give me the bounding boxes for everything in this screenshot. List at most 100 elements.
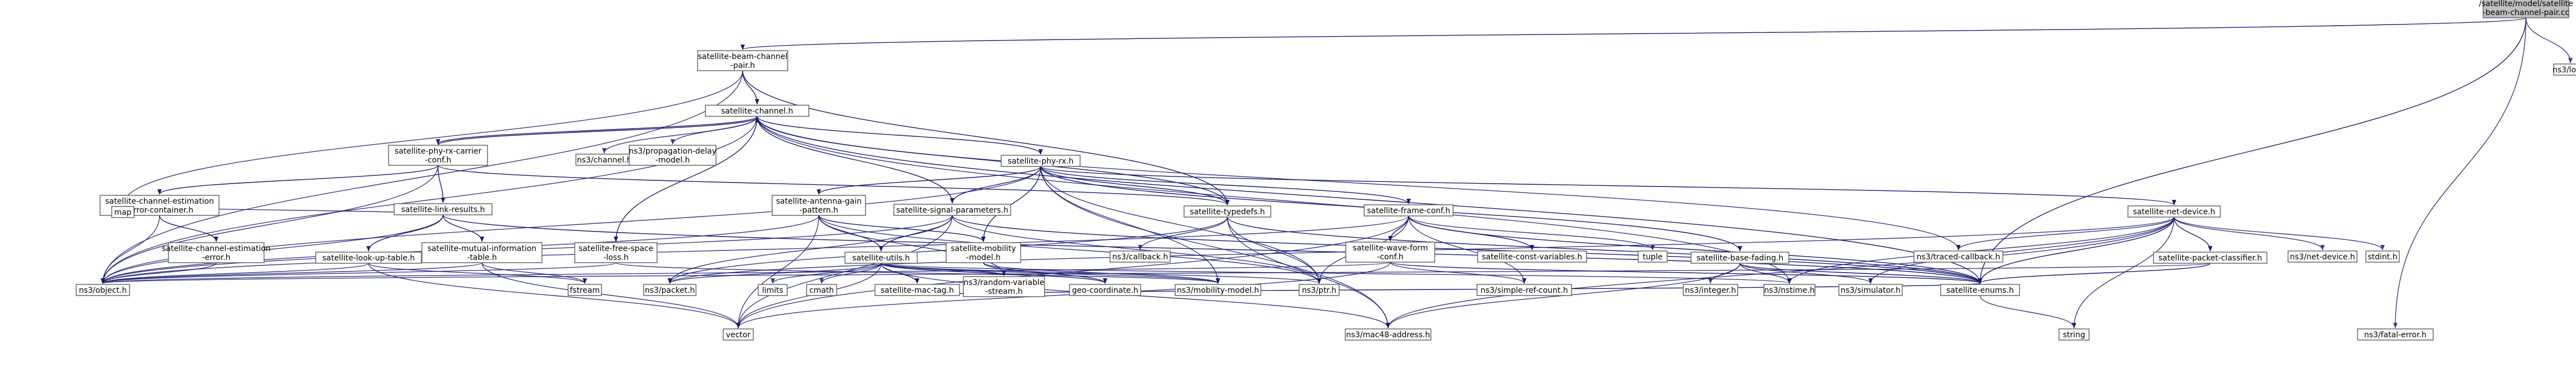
node-root[interactable]: /builds/ons3/satellite/satellite/model/s… <box>2479 0 2573 18</box>
edge-linkresults-to-enums <box>442 214 1982 284</box>
node-box <box>76 284 130 296</box>
edge-waveform-to-nsobject <box>101 262 1391 284</box>
node-lookup[interactable]: satellite-look-up-table.h <box>315 252 422 264</box>
node-phyrxcarrier[interactable]: satellite-phy-rx-carrier-conf.h <box>388 145 488 166</box>
node-label-line: satellite-net-device.h <box>2133 208 2215 217</box>
node-chestcontainer[interactable]: satellite-channel-estimation-error-conta… <box>100 195 220 216</box>
node-label-line: satellite-mutual-information <box>427 244 536 253</box>
edge-root-to-beampair <box>741 17 2527 50</box>
edge-netdevice-to-nssimulator <box>1868 217 2175 284</box>
node-netdevice[interactable]: satellite-net-device.h <box>2127 205 2221 218</box>
edge-mutualinfo-to-nsobject <box>101 262 483 284</box>
node-label-line: ns3/fatal-error.h <box>2364 331 2426 340</box>
edge-typedefs-to-nscallback <box>1138 217 1228 250</box>
node-box <box>1110 250 1171 263</box>
node-frameconf[interactable]: satellite-frame-conf.h <box>1364 204 1454 217</box>
node-map: map <box>111 206 135 218</box>
edge-utils-to-limits <box>770 263 882 284</box>
edge-lookup-to-vector <box>368 263 740 328</box>
node-mactag[interactable]: satellite-mac-tag.h <box>874 284 960 296</box>
node-mutualinfo[interactable]: satellite-mutual-information-table.h <box>421 242 543 263</box>
edge-mutualinfo-to-fstream <box>481 262 587 284</box>
node-typedefs[interactable]: satellite-typedefs.h <box>1183 205 1271 218</box>
edge-linkresults-to-mutualinfo <box>442 214 484 242</box>
node-label-line: ns3/integer.h <box>1685 286 1736 295</box>
node-box <box>893 204 1011 216</box>
node-label-line: satellite-channel-estimation <box>105 197 214 206</box>
node-enums[interactable]: satellite-enums.h <box>1940 284 2020 296</box>
node-nspropdelay: ns3/propagation-delay-model.h <box>629 145 717 166</box>
node-string: string <box>2058 328 2090 341</box>
node-mobility[interactable]: satellite-mobility-model.h <box>946 242 1021 263</box>
node-label-line: satellite-const-variables.h <box>1482 253 1583 262</box>
edge-lookup-to-fstream <box>368 263 587 284</box>
edge-channel-to-tracedcb <box>757 116 1961 250</box>
edge-antenna-to-nsptr <box>818 215 1321 284</box>
node-label-line: map <box>114 208 131 217</box>
edge-channel-to-phyrxcarrier <box>436 116 758 145</box>
node-basefading[interactable]: satellite-base-fading.h <box>1690 252 1789 264</box>
node-box <box>2127 205 2221 218</box>
node-nsptr: ns3/ptr.h <box>1299 284 1340 296</box>
node-label-line: satellite-phy-rx.h <box>1008 157 1074 166</box>
node-label-line: ns3/callback.h <box>1112 253 1168 262</box>
edge-layer <box>101 17 2573 328</box>
node-label-line: -pattern.h <box>799 206 838 215</box>
node-utils[interactable]: satellite-utils.h <box>844 252 918 264</box>
node-box <box>2483 0 2569 18</box>
edge-utils-to-nsnstime <box>881 263 1792 284</box>
node-label-line: string <box>2063 331 2085 340</box>
node-nspacket: ns3/packet.h <box>643 284 697 296</box>
node-box <box>168 242 265 263</box>
node-constvars[interactable]: satellite-const-variables.h <box>1477 250 1587 263</box>
node-channel[interactable]: satellite-channel.h <box>705 105 809 117</box>
edge-beampair-to-nsobject <box>101 70 743 284</box>
node-antenna[interactable]: satellite-antenna-gain-pattern.h <box>772 195 866 216</box>
node-label-line: -loss.h <box>603 253 628 262</box>
edge-waveform-to-vector <box>736 262 1391 328</box>
node-fstream: fstream <box>568 284 602 296</box>
node-linkresults[interactable]: satellite-link-results.h <box>394 203 493 215</box>
node-nssimpleref: ns3/simple-ref-count.h <box>1476 284 1572 296</box>
edge-channel-to-enums <box>757 116 1982 284</box>
node-nsmobility: ns3/mobility-model.h <box>1175 284 1261 296</box>
node-label-line: cmath <box>809 286 834 295</box>
node-box <box>2553 63 2576 76</box>
node-label-line: -beam-channel-pair.cc <box>2483 8 2569 17</box>
edge-channel-to-typedefs <box>757 116 1230 205</box>
node-waveform[interactable]: satellite-wave-form-conf.h <box>1345 242 1435 263</box>
node-nsinteger: ns3/integer.h <box>1683 284 1738 296</box>
edge-root-to-enums <box>1978 17 2527 284</box>
node-box <box>2357 328 2434 341</box>
node-box <box>1364 204 1454 217</box>
node-label-line: ns3/log.h <box>2553 66 2576 75</box>
node-label-line: satellite-packet-classifier.h <box>2159 254 2262 263</box>
node-box <box>1476 284 1572 296</box>
node-box <box>806 284 837 296</box>
node-label-line: ns3/net-device.h <box>2290 253 2355 262</box>
edge-waveform-to-enums <box>1390 262 1982 284</box>
node-geocoord[interactable]: geo-coordinate.h <box>1069 284 1141 296</box>
node-freespace[interactable]: satellite-free-space-loss.h <box>574 242 658 263</box>
node-box <box>111 206 135 218</box>
node-label-line: satellite-look-up-table.h <box>322 254 415 263</box>
node-beampair[interactable]: satellite-beam-channel-pair.h <box>697 50 788 71</box>
edge-chestcontainer-to-nsobject <box>101 215 160 284</box>
node-label-line: ns3/mobility-model.h <box>1177 286 1259 295</box>
node-nschannel: ns3/channel.h <box>575 154 633 166</box>
node-label-line: ns3/propagation-delay <box>629 147 717 156</box>
edge-phyrxcarrier-to-nsobject <box>101 165 439 284</box>
node-pktclassifier[interactable]: satellite-packet-classifier.h <box>2153 252 2267 264</box>
edge-phyrx-to-mobility <box>981 166 1041 242</box>
node-nssimulator: ns3/simulator.h <box>1838 284 1903 296</box>
node-label-line: satellite-channel-estimation <box>162 244 271 253</box>
node-label-line: satellite-wave-form <box>1352 244 1428 253</box>
node-label-line: ns3/ptr.h <box>1302 286 1336 295</box>
node-box <box>2287 250 2358 263</box>
edge-mutualinfo-to-vector <box>481 262 740 328</box>
node-chesterror[interactable]: satellite-channel-estimation-error.h <box>162 242 271 263</box>
node-sigparams[interactable]: satellite-signal-parameters.h <box>893 204 1011 216</box>
node-phyrx[interactable]: satellite-phy-rx.h <box>1001 155 1081 167</box>
edge-freespace-to-nsmobility <box>615 262 1220 284</box>
